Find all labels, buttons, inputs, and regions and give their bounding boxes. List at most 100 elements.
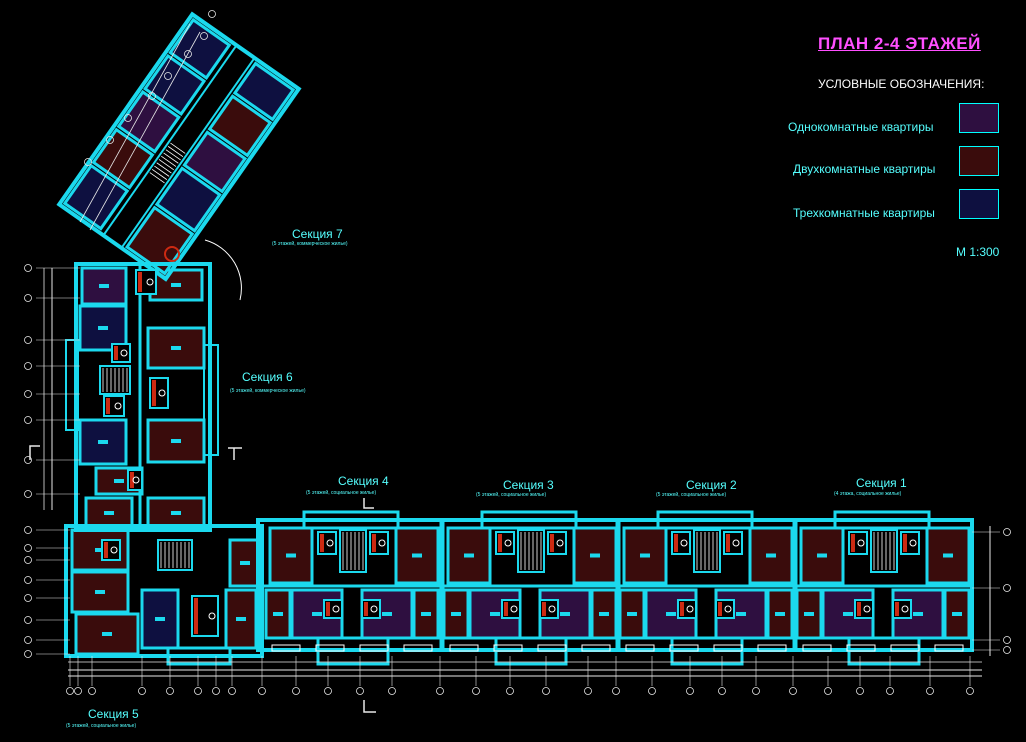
stair-step bbox=[165, 149, 181, 161]
room-tag bbox=[599, 612, 609, 616]
grid-axis-bubble bbox=[612, 687, 620, 695]
grid-axis-bubble bbox=[24, 594, 32, 602]
fixture-symbol bbox=[510, 605, 518, 613]
grid-axis-bubble bbox=[212, 687, 220, 695]
section-6-note: (5 этажей, коммерческое жилье) bbox=[230, 388, 306, 394]
dimension-line-diagonal bbox=[79, 23, 191, 223]
staircase bbox=[339, 529, 367, 573]
room-tag bbox=[240, 561, 250, 565]
apartment-two-room bbox=[70, 570, 130, 614]
room-tag bbox=[804, 612, 814, 616]
bathroom-tile bbox=[726, 534, 730, 552]
vertical-wing-outer-wall bbox=[74, 262, 212, 532]
section-2-note: (5 этажей, социальное жилье) bbox=[656, 492, 727, 498]
section-4-label: Секция 4 bbox=[338, 474, 389, 488]
bay-window bbox=[166, 646, 232, 666]
grid-axis-bubble bbox=[208, 10, 216, 18]
staircase bbox=[693, 529, 721, 573]
balcony bbox=[757, 644, 787, 652]
bathroom-tile bbox=[372, 534, 376, 552]
bathroom-tile bbox=[194, 598, 198, 634]
apartment-two-room bbox=[268, 526, 314, 585]
section-cut-mark bbox=[228, 447, 242, 460]
grid-axis-bubble bbox=[292, 687, 300, 695]
fixture-symbol bbox=[208, 612, 216, 620]
grid-axis-bubble bbox=[194, 687, 202, 695]
room-tag bbox=[99, 284, 109, 288]
grid-axis-bubble bbox=[472, 687, 480, 695]
grid-axis-bubble bbox=[24, 650, 32, 658]
grid-axis-bubble bbox=[388, 687, 396, 695]
dimension-line-diagonal bbox=[89, 31, 201, 231]
section-cut-mark bbox=[363, 498, 374, 509]
section-1-label: Секция 1 bbox=[856, 476, 907, 490]
corridor-wall bbox=[120, 57, 256, 249]
room-tag bbox=[817, 553, 827, 558]
fixture-symbol bbox=[732, 539, 740, 547]
room-tag bbox=[843, 612, 853, 616]
stair-step bbox=[158, 159, 174, 171]
grid-axis-bubble bbox=[258, 687, 266, 695]
grid-axis-bubble bbox=[24, 264, 32, 272]
rotated-wing bbox=[56, 11, 302, 282]
section-5-label: Секция 5 bbox=[88, 707, 139, 721]
stair-step bbox=[156, 162, 172, 174]
room-tag bbox=[590, 553, 600, 558]
balcony bbox=[625, 644, 655, 652]
room-tag bbox=[451, 612, 461, 616]
grid-axis-bubble bbox=[164, 72, 172, 80]
grid-axis-bubble bbox=[718, 687, 726, 695]
room-tag bbox=[952, 612, 962, 616]
section-7-note: (5 этажей, коммерческое жилье) bbox=[272, 241, 348, 247]
apartment-fills bbox=[56, 11, 971, 656]
room-tag bbox=[171, 346, 181, 350]
grid-axis-bubble bbox=[148, 92, 156, 100]
room-tag bbox=[913, 612, 923, 616]
plan-title: ПЛАН 2-4 ЭТАЖЕЙ bbox=[818, 34, 981, 53]
balcony bbox=[713, 644, 743, 652]
grid-axis-bubble bbox=[686, 687, 694, 695]
section-4-note: (5 этажей, социальное жилье) bbox=[306, 490, 377, 496]
room-tag bbox=[286, 553, 296, 558]
bathroom-tile bbox=[851, 534, 855, 552]
fixture-symbol bbox=[686, 605, 694, 613]
bathroom-tile bbox=[498, 534, 502, 552]
stair-step bbox=[149, 172, 165, 184]
apartment-room bbox=[182, 130, 248, 194]
grid-axis-bubble bbox=[24, 544, 32, 552]
fixture-symbol bbox=[378, 539, 386, 547]
room-tag bbox=[236, 617, 246, 621]
balcony bbox=[537, 644, 567, 652]
balcony bbox=[846, 644, 876, 652]
bathroom-tile bbox=[550, 534, 554, 552]
fixture-symbol bbox=[332, 605, 340, 613]
fixture-symbol bbox=[158, 389, 166, 397]
bathroom-tile bbox=[326, 602, 330, 616]
grid-axis-bubble bbox=[584, 687, 592, 695]
fixture-symbol bbox=[724, 605, 732, 613]
stair-step bbox=[151, 168, 168, 180]
room-tag bbox=[98, 440, 108, 444]
balcony bbox=[271, 644, 301, 652]
apartment-room bbox=[207, 94, 273, 158]
grid-axis-bubble bbox=[1003, 584, 1011, 592]
grid-axis-bubble bbox=[24, 362, 32, 370]
grid-axis-bubble bbox=[24, 616, 32, 624]
stair-step bbox=[161, 155, 177, 167]
grid-axis-bubble bbox=[24, 490, 32, 498]
room-tag bbox=[102, 632, 112, 636]
section-3-label: Секция 3 bbox=[503, 478, 554, 492]
grid-axis-bubble bbox=[106, 136, 114, 144]
door-swing-arc bbox=[204, 239, 242, 301]
room-tag bbox=[560, 612, 570, 616]
room-tag bbox=[421, 612, 431, 616]
apartment-room bbox=[62, 163, 130, 231]
grid-axis-bubble bbox=[24, 336, 32, 344]
room-tag bbox=[104, 511, 114, 515]
staircase bbox=[870, 529, 898, 573]
stair-step bbox=[167, 146, 184, 158]
grid-axis-bubble bbox=[24, 576, 32, 584]
section-7-label: Секция 7 bbox=[292, 227, 343, 241]
room-tag bbox=[312, 612, 322, 616]
interior-details bbox=[95, 239, 964, 652]
